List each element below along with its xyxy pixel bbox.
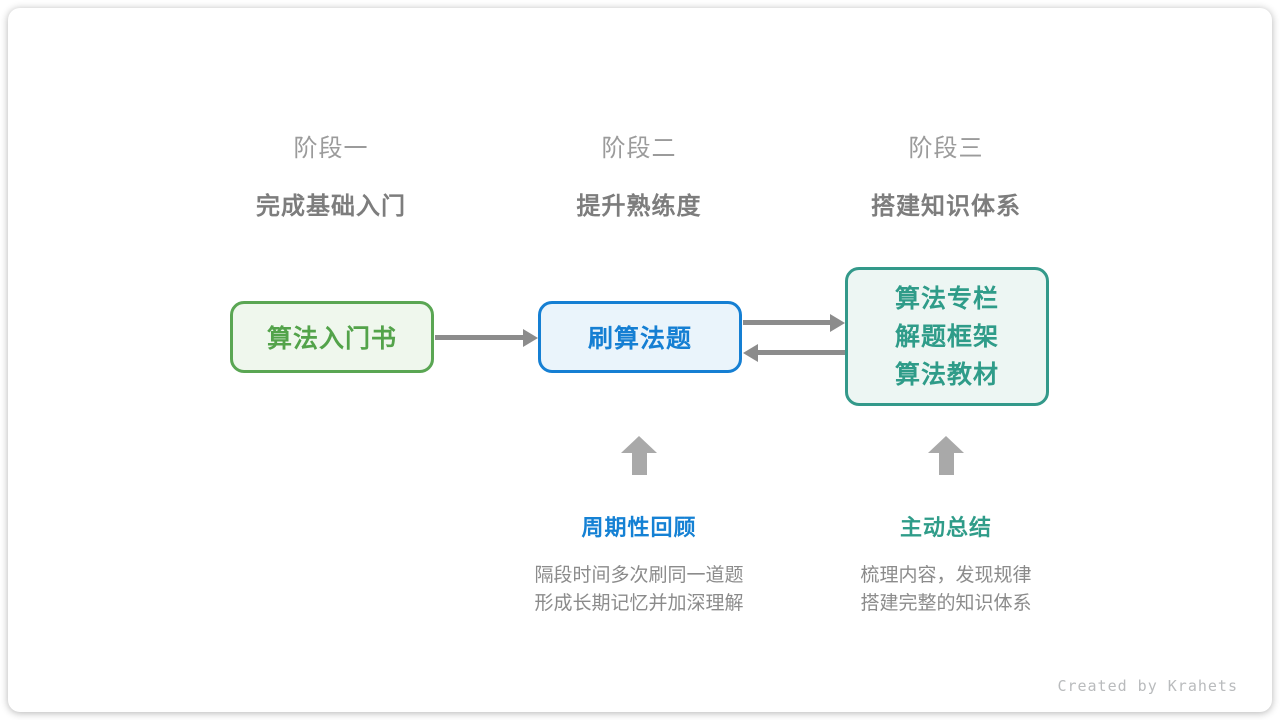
method-summary-desc: 梳理内容，发现规律 搭建完整的知识体系 [786, 562, 1106, 618]
method-summary-title: 主动总结 [899, 515, 992, 540]
stage-3-label: 阶段三 [908, 135, 984, 162]
method-periodic-review: 周期性回顾 隔段时间多次刷同一道题 形成长期记忆并加深理解 [479, 510, 799, 618]
stage-3-title: 搭建知识体系 [871, 193, 1021, 220]
node-knowledge-line-1: 算法专栏 [894, 284, 999, 313]
node-knowledge-line-2: 解题框架 [894, 322, 999, 351]
stage-1-title: 完成基础入门 [256, 193, 406, 220]
node-practice-label: 刷算法题 [587, 325, 692, 353]
arrow-left-node3-node2-icon [758, 350, 845, 355]
method-review-desc-line-1: 隔段时间多次刷同一道题 [534, 565, 744, 586]
arrow-right-node1-node2-icon [435, 335, 523, 340]
node-knowledge-system: 算法专栏 解题框架 算法教材 [845, 267, 1049, 406]
method-summary-desc-line-2: 搭建完整的知识体系 [860, 593, 1032, 614]
credit-text: Created by Krahets [1057, 677, 1238, 695]
stage-column-1: 阶段一 完成基础入门 [171, 128, 491, 221]
method-review-title: 周期性回顾 [581, 515, 697, 540]
method-review-desc-line-2: 形成长期记忆并加深理解 [534, 593, 744, 614]
up-arrow-review-icon [621, 436, 657, 475]
method-summary-desc-line-1: 梳理内容，发现规律 [860, 565, 1032, 586]
arrow-right-node2-node3-icon [743, 320, 830, 325]
node-intro-book: 算法入门书 [230, 301, 434, 373]
node-practice-problems: 刷算法题 [538, 301, 742, 373]
stage-column-3: 阶段三 搭建知识体系 [786, 128, 1106, 221]
up-arrow-summary-icon [928, 436, 964, 475]
stage-2-label: 阶段二 [601, 135, 677, 162]
node-knowledge-line-3: 算法教材 [894, 360, 999, 389]
stage-1-label: 阶段一 [293, 135, 369, 162]
stage-2-title: 提升熟练度 [576, 193, 702, 220]
diagram-card: 阶段一 完成基础入门 阶段二 提升熟练度 阶段三 搭建知识体系 算法入门书 刷算… [8, 8, 1272, 712]
learning-roadmap-diagram: 阶段一 完成基础入门 阶段二 提升熟练度 阶段三 搭建知识体系 算法入门书 刷算… [8, 8, 1272, 712]
stage-column-2: 阶段二 提升熟练度 [479, 128, 799, 221]
method-review-desc: 隔段时间多次刷同一道题 形成长期记忆并加深理解 [479, 562, 799, 618]
node-intro-book-label: 算法入门书 [266, 325, 397, 353]
method-active-summary: 主动总结 梳理内容，发现规律 搭建完整的知识体系 [786, 510, 1106, 618]
